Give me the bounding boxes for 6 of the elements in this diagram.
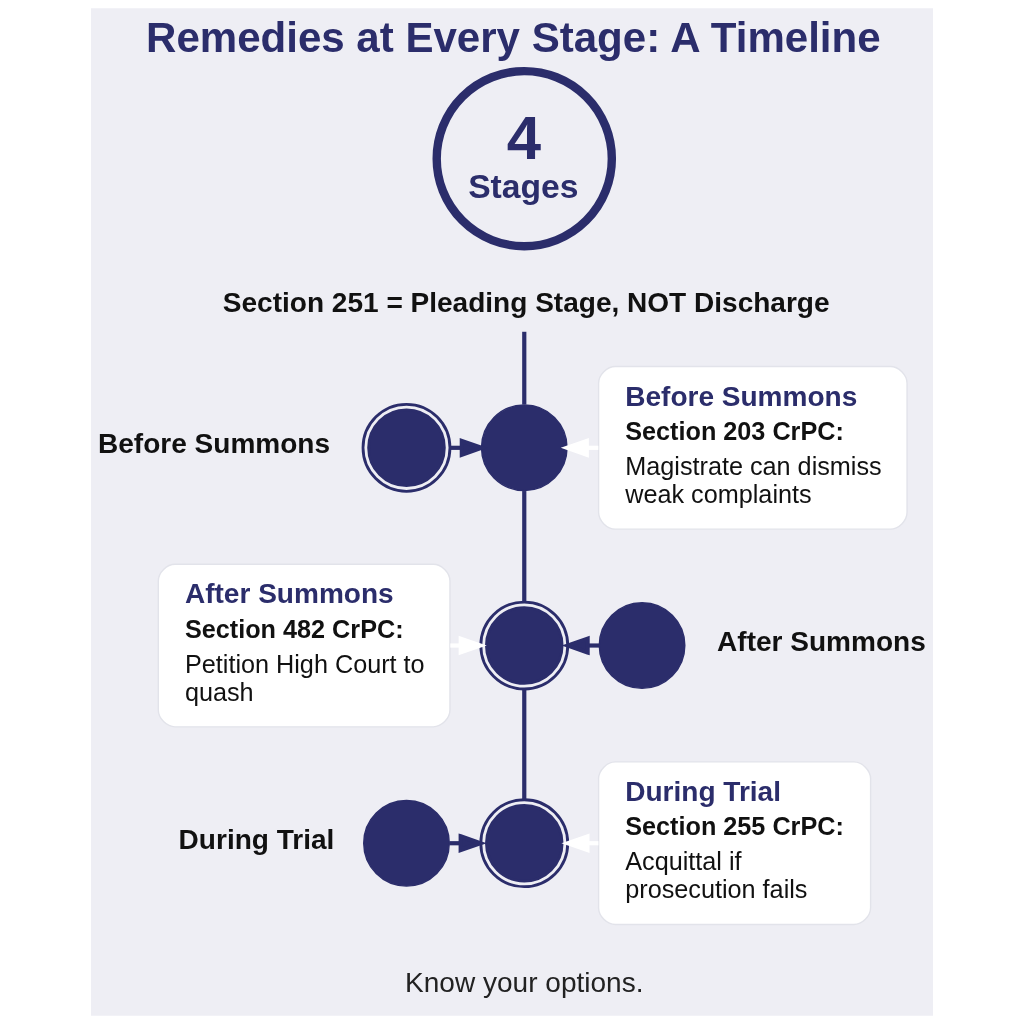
node-label: After Summons <box>717 626 926 658</box>
node-label: Before Summons <box>98 428 331 460</box>
node-label: During Trial <box>178 823 335 855</box>
caption: Know your options. <box>405 966 644 998</box>
node-text: Section 251 = Pleading Stage, NOT Discharge <box>222 286 830 318</box>
diagram-title: Remedies at Every Stage: A Timeline <box>146 13 881 61</box>
